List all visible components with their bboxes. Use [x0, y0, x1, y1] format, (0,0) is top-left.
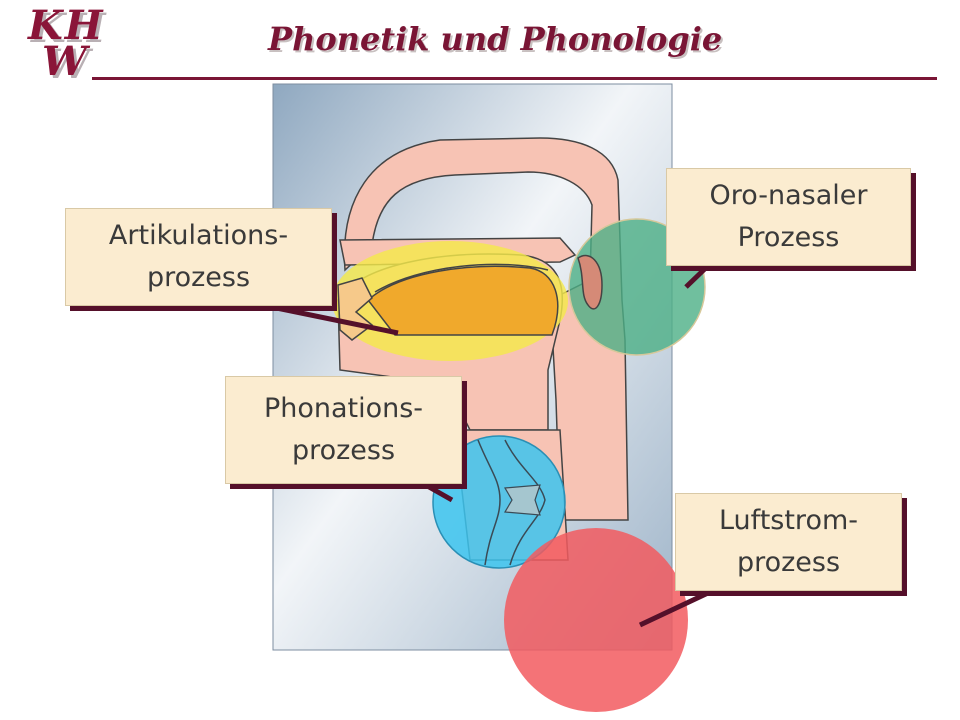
oro-nasal-label-line-2: Prozess [737, 222, 840, 253]
articulation-pointer [261, 302, 399, 336]
airstream-label-line-1: Luftstrom- [718, 505, 859, 536]
oro-nasal-pointer [684, 260, 714, 289]
nasal-cavity-tissue [343, 137, 629, 521]
phonation-pointer [420, 480, 454, 503]
phonation-process-region [432, 435, 566, 569]
header-divider [92, 77, 937, 80]
oro-nasal-label-line-1: Oro-nasaler [709, 180, 868, 211]
tongue-shape [366, 265, 559, 336]
airstream-process-region [504, 528, 688, 712]
articulation-label-line-2: prozess [146, 262, 251, 293]
logo-line-1: KH [28, 2, 105, 49]
page-title: Phonetik und Phonologie [268, 20, 723, 58]
articulation-callout: Artikulations- prozess [65, 208, 332, 306]
velum [577, 254, 603, 310]
vocal-folds [477, 439, 546, 566]
khw-logo: KH W [24, 2, 124, 85]
airstream-pointer [638, 590, 710, 628]
articulation-label-line-1: Artikulations- [108, 220, 289, 251]
airstream-callout: Luftstrom- prozess [675, 493, 902, 591]
phonation-callout: Phonations- prozess [225, 376, 462, 484]
airstream-label-line-2: prozess [736, 547, 841, 578]
phonation-label-line-1: Phonations- [263, 393, 424, 424]
tongue-dorsum-line [374, 263, 549, 293]
logo-line-2: W [42, 38, 87, 85]
glottis [504, 484, 541, 516]
phonation-label-line-2: prozess [291, 435, 396, 466]
oro-nasal-callout: Oro-nasaler Prozess [666, 168, 911, 266]
